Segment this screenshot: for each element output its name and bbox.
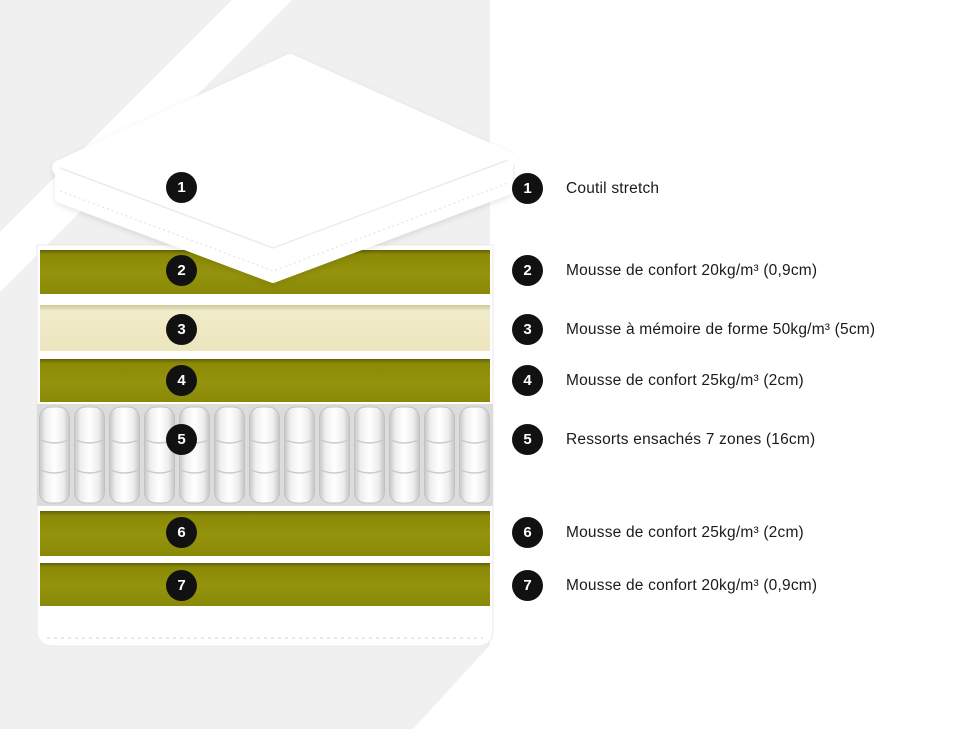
layer-foam-bottom (40, 563, 490, 606)
diagram-marker-7: 7 (166, 570, 197, 601)
layer-memory-foam (40, 305, 490, 351)
diagram-marker-6: 6 (166, 517, 197, 548)
legend-marker-4: 4 (512, 365, 543, 396)
legend-label-3: Mousse à mémoire de forme 50kg/m³ (5cm) (566, 320, 876, 338)
legend-row-6: 6 Mousse de confort 25kg/m³ (2cm) (512, 517, 804, 548)
layer-pocket-springs (37, 404, 493, 506)
legend-label-5: Ressorts ensachés 7 zones (16cm) (566, 430, 816, 448)
layer-foam-lower (40, 511, 490, 556)
legend-marker-5: 5 (512, 424, 543, 455)
diagram-marker-1: 1 (166, 172, 197, 203)
legend-row-1: 1 Coutil stretch (512, 173, 659, 204)
diagram-marker-3: 3 (166, 314, 197, 345)
legend-marker-2: 2 (512, 255, 543, 286)
legend-row-4: 4 Mousse de confort 25kg/m³ (2cm) (512, 365, 804, 396)
legend-row-2: 2 Mousse de confort 20kg/m³ (0,9cm) (512, 255, 817, 286)
legend-label-7: Mousse de confort 20kg/m³ (0,9cm) (566, 576, 818, 594)
legend-label-4: Mousse de confort 25kg/m³ (2cm) (566, 371, 804, 389)
legend-label-6: Mousse de confort 25kg/m³ (2cm) (566, 523, 804, 541)
legend-marker-6: 6 (512, 517, 543, 548)
diagram-marker-4: 4 (166, 365, 197, 396)
diagram-marker-2: 2 (166, 255, 197, 286)
layer-stretch-cover (52, 54, 515, 283)
legend-label-1: Coutil stretch (566, 179, 660, 197)
legend-label-2: Mousse de confort 20kg/m³ (0,9cm) (566, 261, 818, 279)
legend-marker-3: 3 (512, 314, 543, 345)
legend-row-5: 5 Ressorts ensachés 7 zones (16cm) (512, 424, 815, 455)
legend-marker-1: 1 (512, 173, 543, 204)
legend-row-3: 3 Mousse à mémoire de forme 50kg/m³ (5cm… (512, 314, 875, 345)
mattress-illustration (36, 54, 515, 647)
legend-marker-7: 7 (512, 570, 543, 601)
legend-row-7: 7 Mousse de confort 20kg/m³ (0,9cm) (512, 570, 817, 601)
layer-foam-middle (40, 359, 490, 402)
diagram-marker-5: 5 (166, 424, 197, 455)
